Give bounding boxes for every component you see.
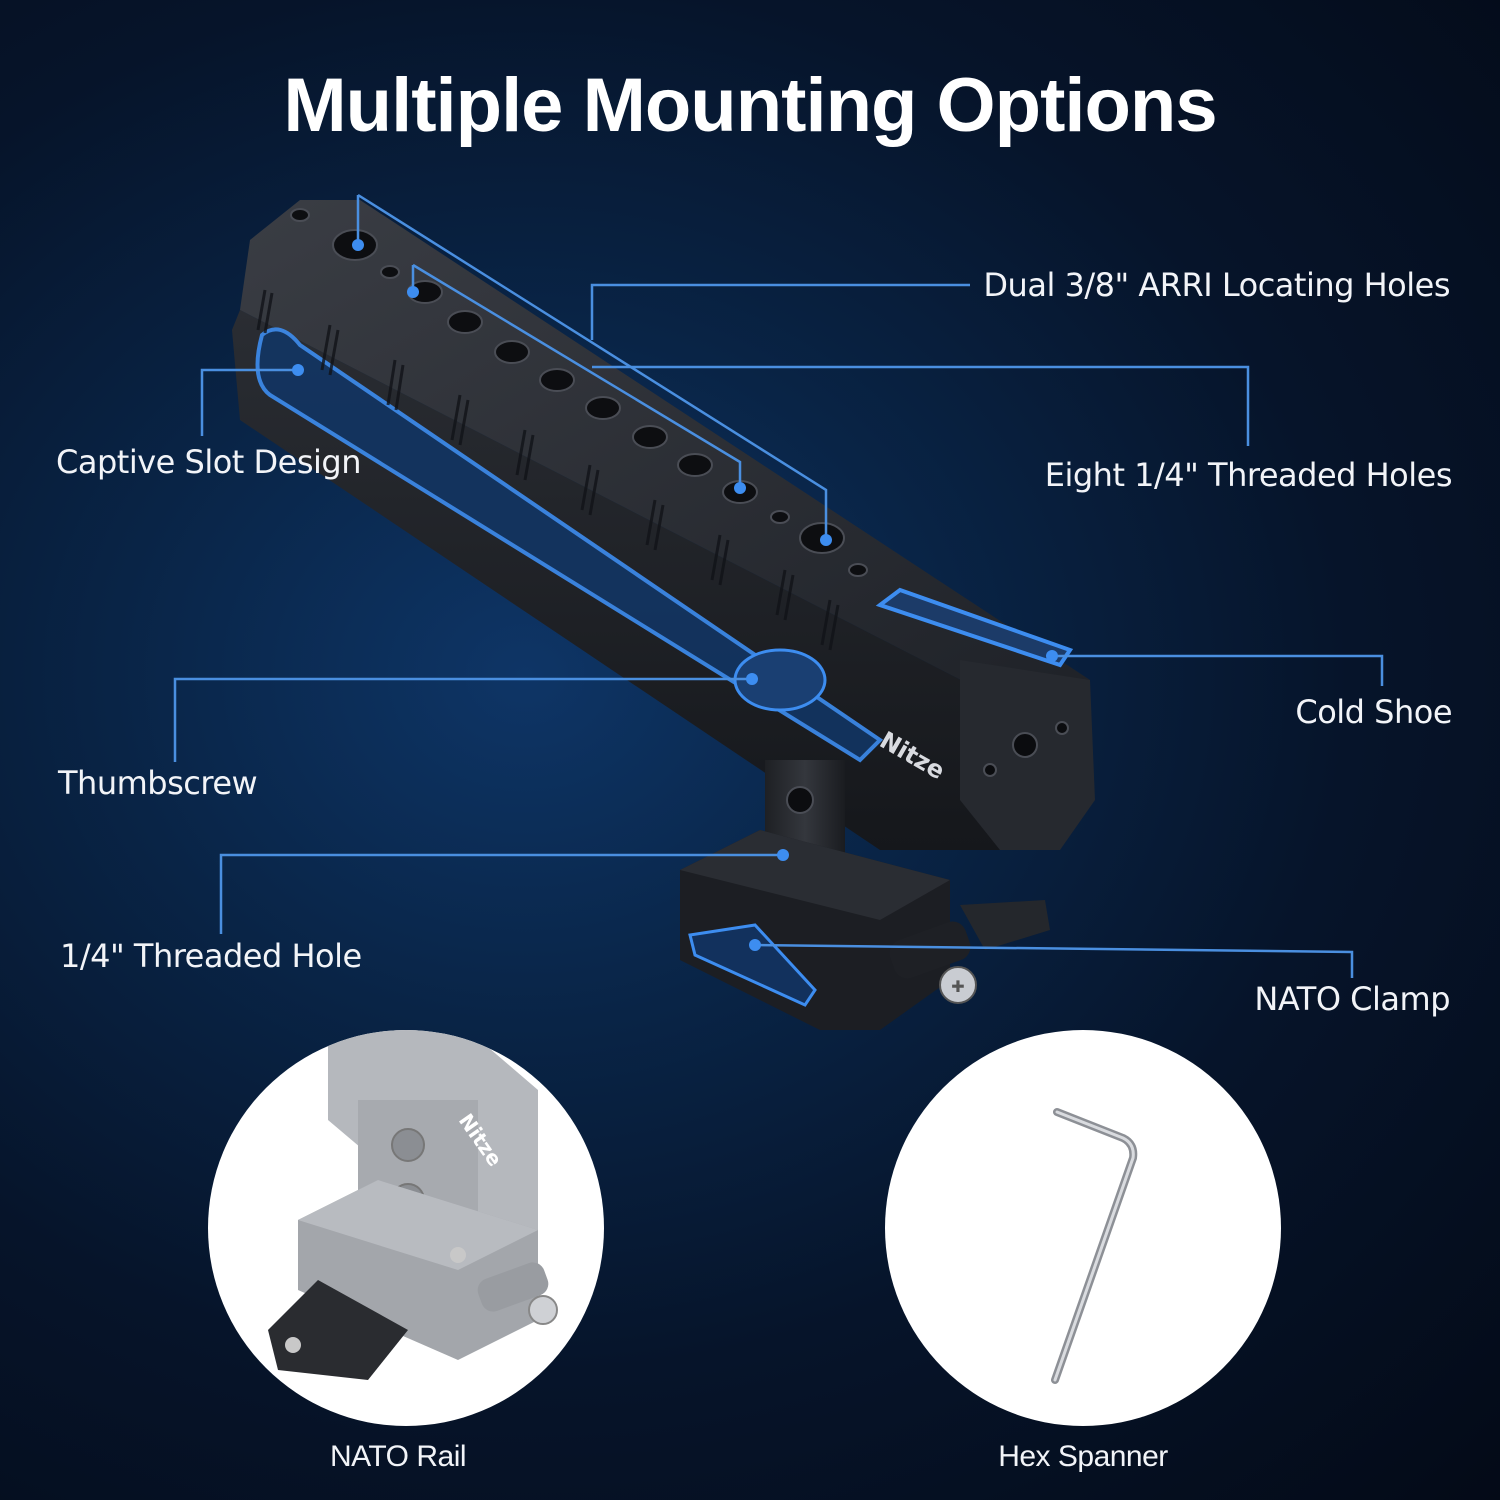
inset-nato-rail-image: Nitze — [208, 1030, 604, 1426]
leader-lines — [173, 193, 1384, 978]
callout-threaded-hole: 1/4" Threaded Hole — [60, 937, 362, 975]
page-title: Multiple Mounting Options — [283, 63, 1217, 148]
leader-dots — [292, 239, 1058, 951]
callout-captive-slot: Captive Slot Design — [56, 443, 361, 481]
svg-text:✚: ✚ — [951, 977, 964, 996]
nato-rail-illustration: Nitze — [268, 1030, 558, 1380]
callout-nato-clamp: NATO Clamp — [1254, 980, 1450, 1018]
inset-label-nato-rail: NATO Rail — [329, 1440, 467, 1473]
inset-hex-spanner-image — [885, 1030, 1281, 1426]
callout-cold-shoe: Cold Shoe — [1295, 693, 1452, 731]
callout-arri-holes: Dual 3/8" ARRI Locating Holes — [983, 266, 1450, 304]
inset-label-hex-spanner: Hex Spanner — [998, 1440, 1168, 1473]
callout-threaded-holes: Eight 1/4" Threaded Holes — [1044, 456, 1453, 494]
nato-clamp: ✚ — [680, 830, 1050, 1030]
handle-bar: Nitze — [232, 200, 1095, 850]
callout-thumbscrew: Thumbscrew — [58, 764, 258, 802]
hex-spanner-icon — [1051, 1108, 1138, 1384]
